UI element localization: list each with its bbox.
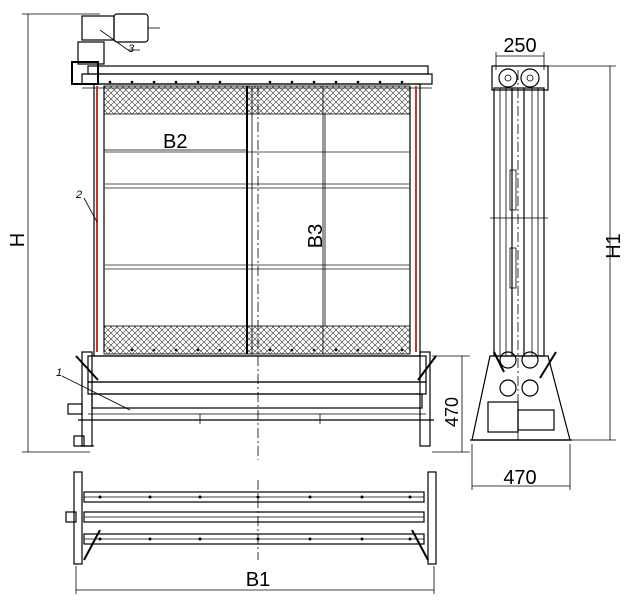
callout-2: 2 (75, 189, 82, 201)
callout-3: 3 (128, 43, 135, 55)
top-beam (87, 65, 429, 75)
side-height-label: H1 (603, 233, 625, 259)
side-view: 250 H1 (470, 35, 625, 490)
callout-1: 1 (56, 367, 62, 379)
screen-frame (93, 83, 421, 357)
lower-housing (87, 355, 427, 383)
rivets (108, 80, 404, 352)
mesh-top (103, 85, 411, 115)
height-label: H (7, 233, 29, 247)
inner-height-label: B3 (305, 224, 327, 248)
side-support (471, 355, 571, 441)
side-base-width-label: 470 (503, 467, 536, 489)
left-leg (81, 351, 93, 447)
base-height-label: 470 (442, 397, 462, 427)
inner-width-label: B2 (163, 131, 187, 153)
front-view: H 3 (7, 13, 470, 460)
drive-wheel-left (498, 68, 518, 88)
right-leg (419, 351, 431, 447)
side-top-width-label: 250 (503, 35, 536, 57)
mesh-bottom (103, 325, 411, 355)
plan-width-label: B1 (246, 569, 270, 591)
side-frame (493, 87, 545, 357)
drive-wheel-right (520, 68, 540, 88)
plan-view: B1 (65, 471, 437, 594)
